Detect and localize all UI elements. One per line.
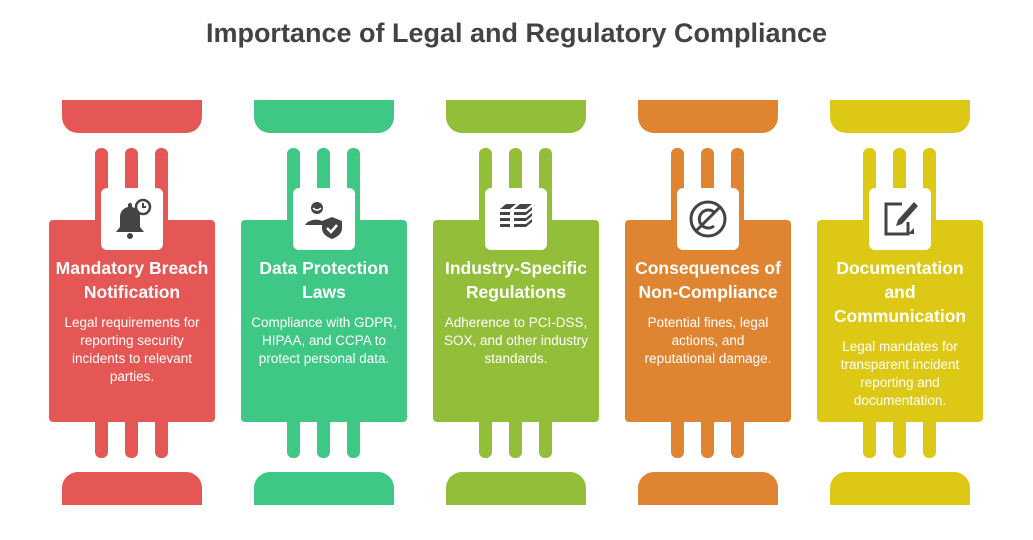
- card-text: Potential fines, legal actions, and repu…: [644, 315, 772, 366]
- connector-bar: [893, 414, 906, 458]
- card-text: Adherence to PCI-DSS, SOX, and other ind…: [443, 315, 589, 366]
- bottom-cap: [830, 472, 970, 505]
- connector-bar: [671, 414, 684, 458]
- connector-bar: [95, 414, 108, 458]
- card: [433, 220, 599, 422]
- connector-bar: [155, 414, 168, 458]
- connector-bar: [923, 414, 936, 458]
- connector-bar: [731, 414, 744, 458]
- card: [817, 220, 983, 422]
- no-copyright-icon: [677, 188, 739, 250]
- card-text: Legal requirements for reporting securit…: [64, 315, 200, 384]
- card-heading: Industry-Specific Regulations: [445, 258, 587, 302]
- top-cap: [638, 100, 778, 133]
- stacked-layers-icon: [485, 188, 547, 250]
- top-cap: [446, 100, 586, 133]
- top-cap: [62, 100, 202, 133]
- card-heading: Consequences of Non-Compliance: [635, 258, 781, 302]
- connector-bar: [317, 414, 330, 458]
- connector-bar: [863, 414, 876, 458]
- top-cap: [254, 100, 394, 133]
- connector-bar: [347, 414, 360, 458]
- card: [49, 220, 215, 422]
- bottom-cap: [446, 472, 586, 505]
- card-heading: Mandatory Breach Notification: [55, 258, 209, 302]
- card-text: Legal mandates for transparent incident …: [840, 339, 960, 408]
- card-text: Compliance with GDPR, HIPAA, and CCPA to…: [251, 315, 397, 366]
- card-heading: Documentation and Communication: [833, 258, 967, 326]
- page-title: Importance of Legal and Regulatory Compl…: [205, 18, 828, 48]
- connector-bar: [287, 414, 300, 458]
- top-cap: [830, 100, 970, 133]
- bottom-cap: [254, 472, 394, 505]
- user-shield-icon: [293, 188, 355, 250]
- bottom-cap: [62, 472, 202, 505]
- card: [241, 220, 407, 422]
- bottom-cap: [638, 472, 778, 505]
- connector-bar: [479, 414, 492, 458]
- card: [625, 220, 791, 422]
- bell-clock-icon: [101, 188, 163, 250]
- connector-bar: [509, 414, 522, 458]
- pen-document-icon: [869, 188, 931, 250]
- connector-bar: [125, 414, 138, 458]
- card-heading: Data Protection Laws: [259, 258, 389, 302]
- connector-bar: [701, 414, 714, 458]
- connector-bar: [539, 414, 552, 458]
